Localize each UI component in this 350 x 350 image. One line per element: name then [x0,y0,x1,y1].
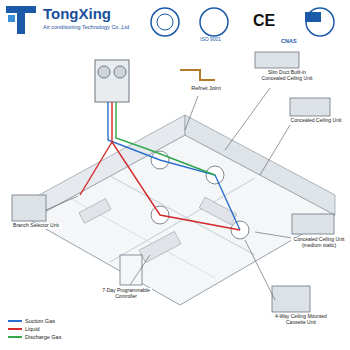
component-label: Concealed Ceiling Unit [286,118,346,124]
legend-row: Suction Gas [8,318,55,324]
component-label: 4-Way Ceiling Mounted Cassette Unit [268,314,334,326]
cert-mark: CNAS [280,38,312,44]
refrigerant-pipes [80,102,240,230]
legend-text: Liquid [25,326,40,332]
cert-mark: CE [252,12,284,30]
leader-lines [46,88,292,300]
company-logo [6,6,36,34]
legend-swatch [8,328,22,330]
legend-row: Discharge Gas [8,334,61,340]
legend-text: Discharge Gas [25,334,61,340]
company-name: TongXing [42,5,134,22]
outdoor-unit [95,60,129,102]
company-subtitle: Air conditioning Technology Co.,Ltd [42,24,144,30]
component-label: Concealed Ceiling Unit (medium static) [291,237,347,249]
office-floor [30,115,335,305]
legend-row: Liquid [8,326,40,332]
legend-swatch [8,320,22,322]
component-label: Refnet Joint [185,85,227,91]
component-label: 7-Day Programmable Controller [100,288,152,300]
component-icons [12,52,334,312]
legend-swatch [8,336,22,338]
legend-text: Suction Gas [25,318,55,324]
certification-marks [151,8,334,36]
component-label: Branch Selector Unit [10,223,62,229]
cert-mark: ISO 9001 [199,37,235,43]
component-label: Slim Duct Built-in Concealed Ceiling Uni… [255,70,319,82]
